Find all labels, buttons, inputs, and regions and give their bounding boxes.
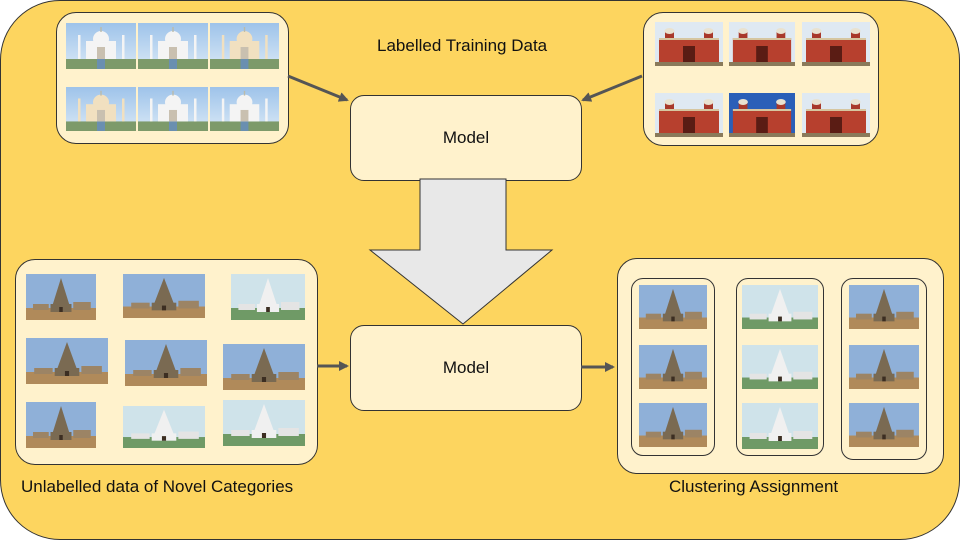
temple-image xyxy=(639,403,707,447)
taj-mahal-image xyxy=(210,87,279,131)
arrow-fort-to-model xyxy=(581,74,643,102)
temple-image xyxy=(849,403,919,447)
taj-mahal-image xyxy=(138,87,208,131)
red-fort-image xyxy=(729,22,795,66)
transfer-dashes-2: ----------- xyxy=(429,247,489,264)
unlabelled-data-label: Unlabelled data of Novel Categories xyxy=(21,477,294,496)
model-box-top: Model xyxy=(350,95,582,181)
temple-image xyxy=(639,345,707,389)
taj-mahal-panel xyxy=(56,12,289,144)
temple-image xyxy=(639,285,707,329)
red-fort-image xyxy=(655,22,723,66)
taj-mahal-image xyxy=(210,23,279,69)
model-box-bottom: Model xyxy=(350,325,582,411)
arrow-taj-to-model xyxy=(287,74,349,102)
temple-image xyxy=(742,403,818,449)
temple-image xyxy=(231,274,305,320)
red-fort-image xyxy=(729,93,795,137)
cluster-column xyxy=(736,278,824,456)
temple-image xyxy=(123,274,205,318)
taj-mahal-image xyxy=(66,23,136,69)
cluster-column xyxy=(631,278,715,456)
temple-image xyxy=(123,406,205,448)
red-fort-image xyxy=(802,93,870,137)
transfer-dashes-1: ----------- xyxy=(429,226,489,243)
temple-image xyxy=(849,345,919,389)
temple-image xyxy=(742,345,818,389)
temple-image xyxy=(849,285,919,329)
temple-image xyxy=(125,340,207,386)
unlabelled-data-panel xyxy=(15,259,318,465)
temple-image xyxy=(742,285,818,329)
red-fort-panel xyxy=(643,12,879,146)
temple-image xyxy=(223,344,305,390)
cluster-column xyxy=(841,278,927,460)
temple-image xyxy=(26,338,108,384)
taj-mahal-image xyxy=(66,87,136,131)
taj-mahal-image xyxy=(138,23,208,69)
clustering-label: Clustering Assignment xyxy=(669,477,839,496)
clustering-panel xyxy=(617,258,944,474)
red-fort-image xyxy=(802,22,870,66)
transfer-label: Transfer xyxy=(429,203,489,220)
temple-image xyxy=(26,274,96,320)
temple-image xyxy=(223,400,305,446)
training-data-label: Labelled Training Data xyxy=(377,36,548,55)
temple-image xyxy=(26,402,96,448)
red-fort-image xyxy=(655,93,723,137)
